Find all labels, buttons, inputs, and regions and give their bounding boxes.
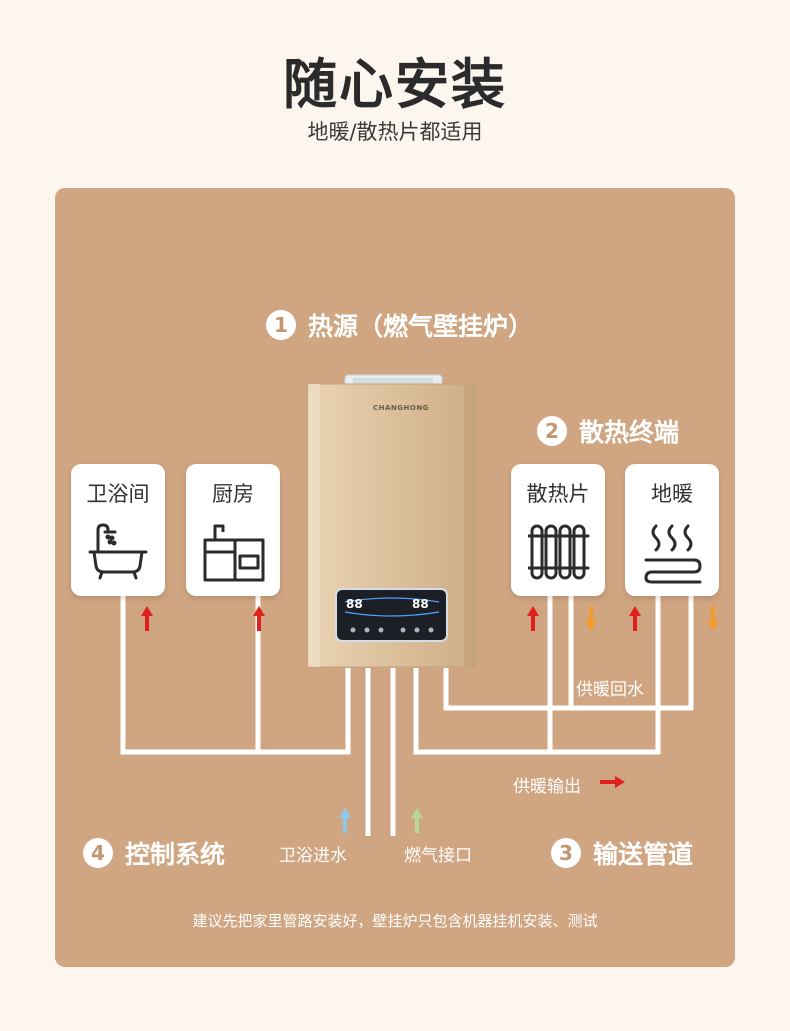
arrow-up-blue-water-in xyxy=(339,808,351,833)
heading-radiator-end: 2 散热终端 xyxy=(537,413,679,449)
card-bathroom-label: 卫浴间 xyxy=(86,482,150,506)
card-radiator-label: 散热片 xyxy=(526,482,590,506)
boiler-display-left: 88 xyxy=(346,597,363,611)
label-bath-water-in: 卫浴进水 xyxy=(279,846,347,866)
floor-heating-icon xyxy=(644,524,702,584)
bathtub-icon xyxy=(88,523,148,580)
number-badge: 2 xyxy=(537,416,567,446)
arrow-up-red-floor xyxy=(629,606,641,631)
arrow-down-orange-floor xyxy=(707,606,719,631)
boiler-display-right: 88 xyxy=(412,597,429,611)
heading-pipeline: 3 输送管道 xyxy=(551,835,693,871)
installation-panel: CHANGHONG 88 88 1 热源（燃气壁挂炉） 2 散热终端 4 控制系… xyxy=(55,188,735,967)
arrow-up-red-bath xyxy=(141,606,153,631)
card-floor-heating: 地暖 xyxy=(625,464,719,596)
label-gas-interface: 燃气接口 xyxy=(404,846,472,866)
card-bathroom: 卫浴间 xyxy=(71,464,165,596)
arrow-up-green-gas xyxy=(411,808,423,833)
card-floor-heating-label: 地暖 xyxy=(651,482,693,506)
boiler xyxy=(307,383,477,668)
card-radiator: 散热片 xyxy=(511,464,605,596)
boiler-control-panel xyxy=(335,588,448,642)
radiator-icon xyxy=(528,524,590,580)
heading-pipeline-label: 输送管道 xyxy=(593,840,694,869)
heading-radiator-end-label: 散热终端 xyxy=(579,418,680,447)
arrow-down-orange-radiator xyxy=(585,606,597,631)
card-kitchen: 厨房 xyxy=(186,464,280,596)
page-title: 随心安装 xyxy=(283,53,507,116)
kitchen-sink-icon xyxy=(203,524,265,582)
heading-heat-source: 1 热源（燃气壁挂炉） xyxy=(266,307,533,343)
label-heating-output: 供暖输出 xyxy=(513,777,581,797)
footer-note: 建议先把家里管路安装好，壁挂炉只包含机器挂机安装、测试 xyxy=(192,912,598,930)
pipe-heating-output-floor2 xyxy=(550,596,661,755)
pipe-hot-water xyxy=(120,596,351,755)
card-kitchen-label: 厨房 xyxy=(212,482,254,506)
heading-heat-source-label: 热源（燃气壁挂炉） xyxy=(308,312,534,341)
number-badge: 4 xyxy=(83,838,113,868)
pipe-heating-output xyxy=(413,596,553,755)
page-subtitle: 地暖/散热片都适用 xyxy=(307,120,483,144)
heading-control-label: 控制系统 xyxy=(125,840,226,869)
number-badge: 1 xyxy=(266,310,296,340)
arrow-up-red-kitchen xyxy=(253,606,265,631)
arrow-right-red-output xyxy=(600,776,625,788)
label-heating-return: 供暖回水 xyxy=(576,680,644,700)
heading-control: 4 控制系统 xyxy=(83,835,225,871)
pipe-diagram xyxy=(120,374,719,836)
arrow-up-red-radiator xyxy=(527,606,539,631)
boiler-brand: CHANGHONG xyxy=(373,404,429,412)
arrows xyxy=(141,606,719,833)
number-badge: 3 xyxy=(551,838,581,868)
